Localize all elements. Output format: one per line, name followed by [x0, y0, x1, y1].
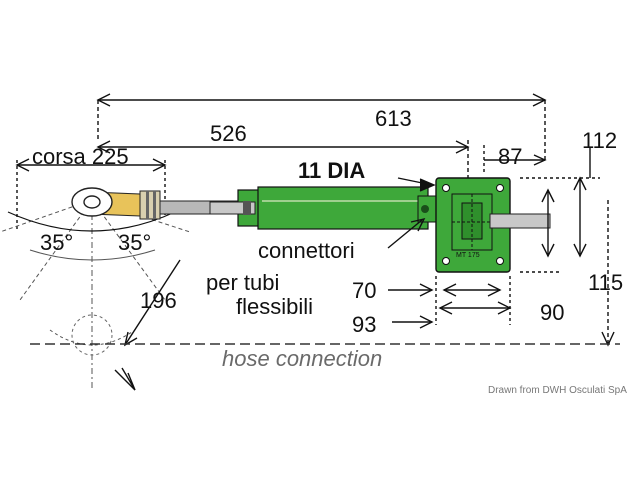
cylinder-body — [209, 186, 449, 230]
connector-label-2: per tubi — [206, 270, 280, 295]
dia-label: 11 DIA — [298, 158, 366, 183]
hose-connection-label: hose connection — [222, 346, 383, 371]
dim-line-115 — [541, 188, 615, 347]
dim-70-label: 70 — [352, 278, 377, 303]
angle-left-label: 35° — [40, 230, 74, 255]
mounting-plate — [435, 177, 551, 273]
dim-90-label: 90 — [540, 300, 565, 325]
dim-mount-label: 526 — [210, 121, 247, 146]
dia-arrow — [397, 177, 436, 192]
dim-line-stroke — [15, 158, 167, 230]
dim-115-label: 115 — [588, 270, 624, 295]
dim-line-613 — [96, 93, 547, 160]
connector-label-3: flessibili — [236, 294, 314, 319]
dim-93-label: 93 — [352, 312, 377, 337]
connector-label-1: connettori — [258, 238, 355, 263]
dim-line-70 — [388, 276, 502, 325]
dim-line-196 — [114, 259, 181, 391]
dim-line-93 — [392, 315, 434, 329]
plate-label: MT 175 — [456, 252, 480, 259]
dim-line-112 — [520, 148, 600, 273]
dim-line-526 — [96, 140, 470, 185]
dim-112-label: 112 — [582, 128, 618, 153]
angle-right-label: 35° — [118, 230, 152, 255]
dim-line-87 — [483, 145, 547, 175]
connector-arrow — [387, 217, 426, 249]
dim-87-label: 87 — [498, 144, 523, 169]
dim-stroke-label: corsa 225 — [32, 144, 129, 169]
dim-196-label: 196 — [140, 288, 177, 313]
credit-text: Drawn from DWH Osculati SpA — [488, 385, 627, 396]
dim-overall-label: 613 — [375, 106, 412, 131]
dim-line-90 — [438, 276, 512, 325]
